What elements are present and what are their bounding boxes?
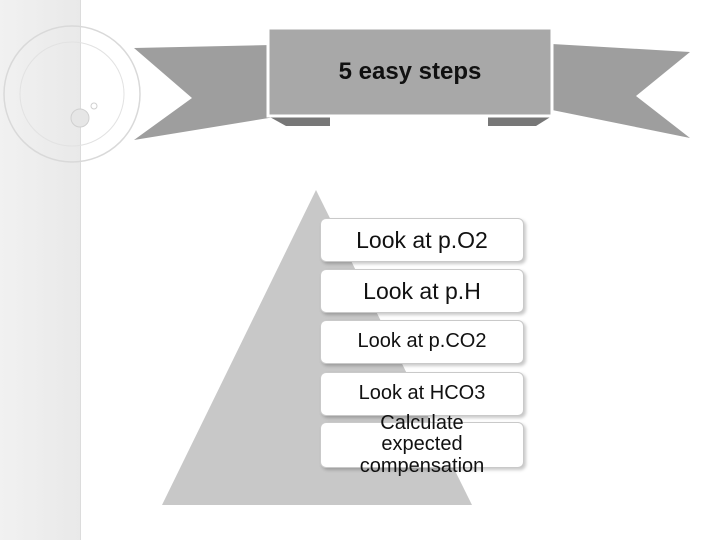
step-4-label: Look at HCO3 [358,382,486,405]
ribbon-center-panel [266,26,554,118]
step-3-box: Look at p.CO2 [320,320,524,364]
deco-ring-outer [3,25,141,163]
deco-dot-small [90,102,98,110]
banner-title: 5 easy steps [338,58,482,85]
step-1-label: Look at p.O2 [356,226,488,253]
step-1-box: Look at p.O2 [320,218,524,262]
left-decor-strip [0,0,81,540]
step-3-label: Look at p.CO2 [357,330,487,353]
step-5-box: Calculate expected compensation [320,412,524,477]
deco-dot-large [70,108,90,128]
deco-ring-inner [19,41,125,147]
step-4-box: Look at HCO3 [320,372,524,416]
ribbon-left-fold [268,116,330,126]
step-2-label: Look at p.H [363,277,481,304]
step-5-label: Calculate expected compensation [359,411,485,477]
ribbon-right-tail [552,44,690,138]
step-2-box: Look at p.H [320,269,524,313]
ribbon-right-fold [488,116,552,126]
